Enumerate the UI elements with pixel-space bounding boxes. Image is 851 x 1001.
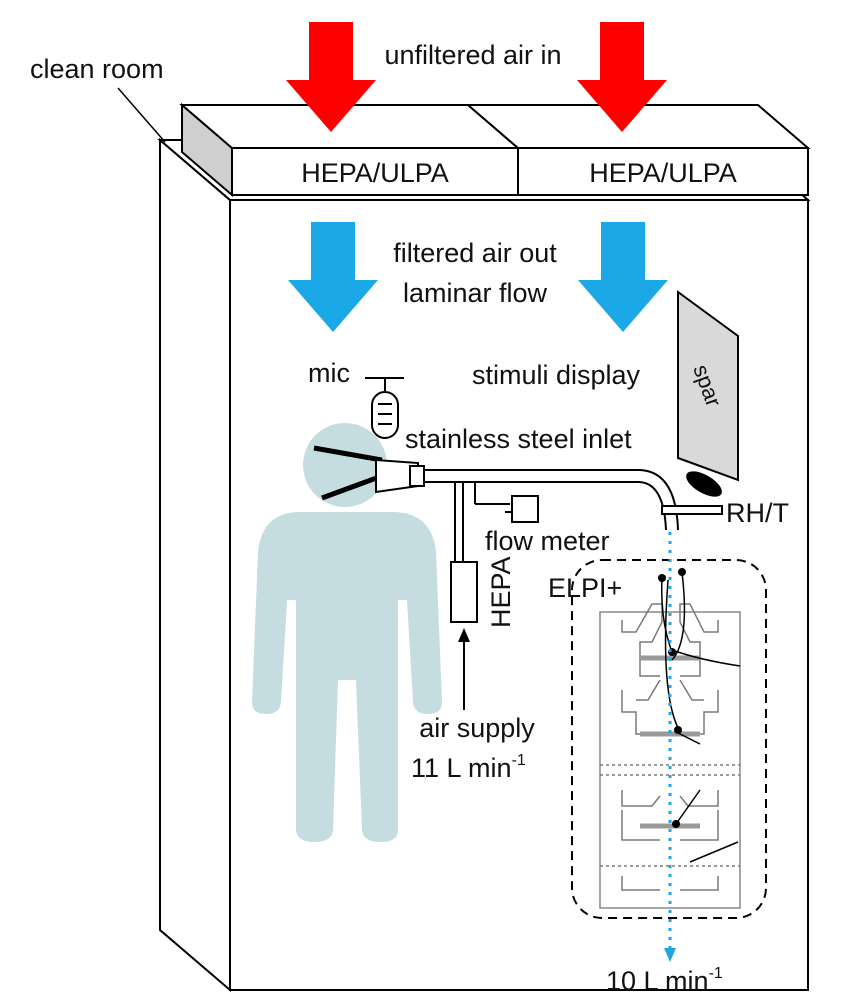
air-supply-label-line1: air supply (419, 713, 535, 743)
mask-strap-top (313, 445, 383, 463)
filtered-arrow-left-icon (288, 222, 378, 332)
air-supply-rate-unit-sup: -1 (512, 752, 526, 769)
outflow-label: 10 L min-1 (606, 965, 723, 996)
air-supply-arrow-icon (458, 628, 470, 642)
impactor-stages (600, 603, 740, 891)
filter-right-front (517, 147, 809, 196)
filter-left-label: HEPA/ULPA (301, 158, 449, 188)
impactor-body (599, 611, 741, 909)
filter-right-label: HEPA/ULPA (589, 158, 737, 188)
mask (313, 445, 425, 501)
clean-room-label: clean room (30, 54, 164, 84)
filtered-air-label-line2: laminar flow (403, 278, 548, 308)
elpi-electrode-dots (658, 568, 686, 828)
filtered-air-label-line1: filtered air out (393, 238, 557, 268)
filtered-arrow-right-icon (578, 222, 668, 332)
air-supply-line (454, 482, 464, 562)
person-body (252, 512, 442, 842)
person-head (303, 423, 387, 507)
elpi-wires (660, 571, 741, 863)
outflow-rate-unit-sup: -1 (709, 965, 723, 982)
flow-meter-label: flow meter (485, 526, 610, 556)
display-stand (686, 471, 722, 497)
rht-sensor (661, 505, 723, 515)
hepa-filter-canister (450, 561, 478, 623)
rht-label: RH/T (726, 498, 789, 528)
outflow-rate-value: 10 L min (606, 966, 709, 996)
unfiltered-arrow-left-icon (286, 22, 376, 132)
mask-strap-bottom (321, 473, 383, 501)
outflow-arrow-icon (664, 948, 676, 962)
unfiltered-air-label: unfiltered air in (384, 40, 561, 70)
mask-connector (409, 465, 425, 487)
microphone-icon (365, 377, 404, 439)
flow-meter-box (511, 495, 539, 523)
flow-meter-line (474, 482, 510, 505)
room-side-face (159, 137, 231, 993)
filter-right (465, 104, 811, 196)
stimuli-display-panel (677, 290, 739, 482)
filter-left-top (179, 104, 521, 149)
person-silhouette (252, 423, 442, 842)
elpi-label: ELPI+ (548, 573, 622, 603)
filter-left-front (231, 147, 519, 196)
inlet-label: stainless steel inlet (405, 424, 632, 454)
clean-room-leader (117, 87, 166, 143)
stimuli-display-label: stimuli display (472, 360, 641, 390)
air-supply-rate-value: 11 L min (411, 753, 512, 783)
unfiltered-arrow-right-icon (577, 22, 667, 132)
inlet-tube (424, 469, 679, 531)
hepa-vertical-label: HEPA (486, 556, 516, 628)
air-supply-label-line2: 11 L min-1 (411, 752, 526, 783)
mic-label: mic (308, 358, 350, 388)
